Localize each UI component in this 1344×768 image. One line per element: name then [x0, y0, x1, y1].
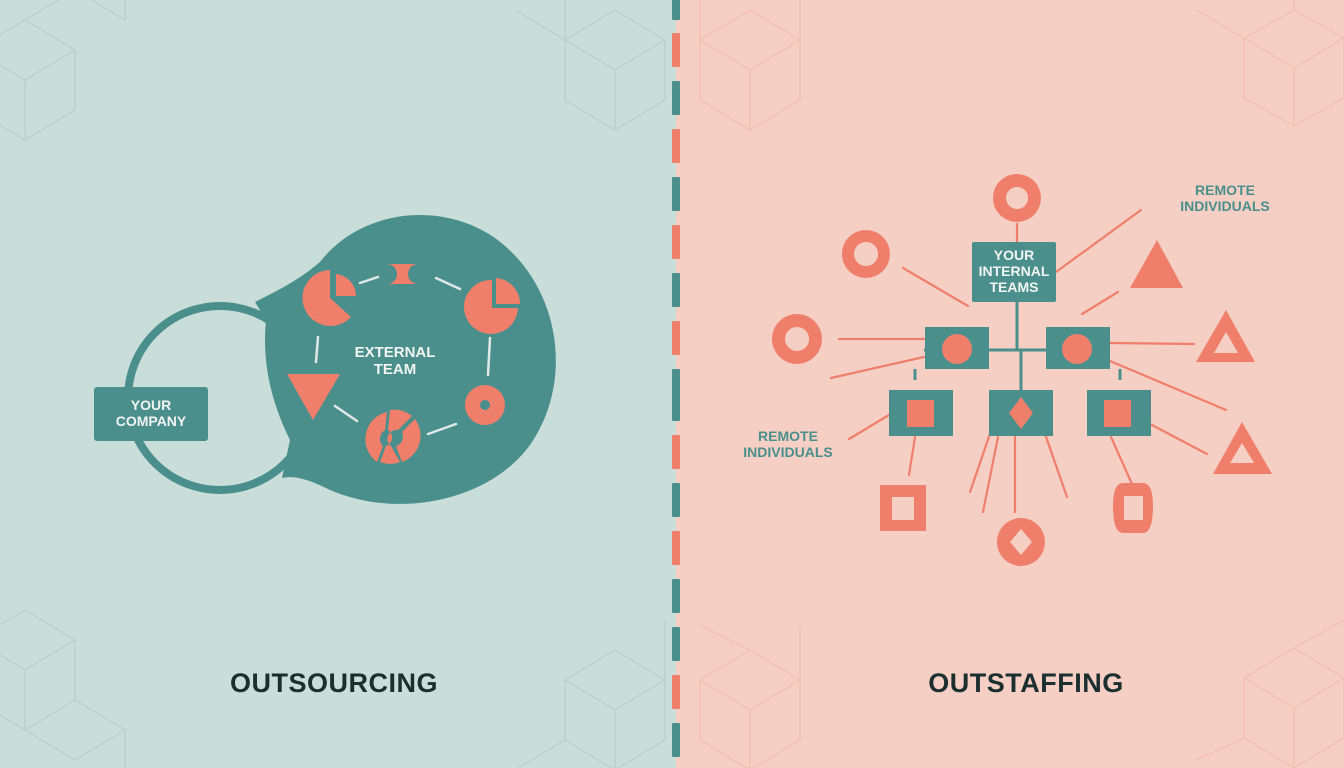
remote-individuals-label-left: REMOTE INDIVIDUALS	[743, 428, 833, 461]
diamond-icon	[1009, 397, 1033, 429]
outsourcing-panel: YOUR COMPANY EXTERNAL TEAM OUTSOURCING	[0, 0, 666, 768]
divider-dash	[672, 129, 680, 163]
divider-dash	[672, 273, 680, 307]
triangle-outline-icon	[1196, 310, 1255, 362]
triangle-down-icon	[287, 374, 340, 420]
outsourcing-diagram	[124, 215, 556, 504]
divider-dash	[672, 177, 680, 211]
square-icon	[1104, 400, 1131, 427]
ring-icon	[841, 230, 890, 278]
triangle-icon	[1130, 240, 1183, 288]
dashed-divider	[672, 0, 681, 768]
external-team-label: EXTERNAL TEAM	[354, 344, 436, 378]
square-icon	[907, 400, 934, 427]
ring-icon	[464, 385, 505, 425]
internal-teams-label: YOUR INTERNAL TEAMS	[978, 247, 1050, 295]
hex-background-pattern	[0, 0, 666, 768]
triangle-outline-icon	[1213, 422, 1272, 474]
internal-teams-box	[972, 242, 1056, 302]
outstaffing-panel: YOUR INTERNAL TEAMS REMOTE INDIVIDUALS R…	[676, 0, 1344, 768]
outstaffing-heading: OUTSTAFFING	[928, 668, 1124, 698]
remote-connection-lines	[829, 208, 1228, 514]
dashed-ring	[314, 275, 492, 436]
divider-dash	[672, 483, 680, 517]
rounded-square-outline-icon	[1113, 483, 1153, 533]
level1-node	[1046, 327, 1110, 369]
pie-chart-icon	[302, 270, 357, 326]
divider-dash	[672, 33, 680, 67]
level1-node	[925, 327, 989, 369]
bowtie-icon	[387, 264, 418, 284]
circle-icon	[942, 334, 972, 364]
outstaffing-orgchart	[771, 174, 1272, 566]
ring-icon	[771, 314, 822, 364]
divider-dash	[672, 0, 680, 20]
outsourcing-heading: OUTSOURCING	[230, 668, 438, 698]
square-outline-icon	[880, 485, 926, 531]
your-company-box: YOUR COMPANY	[94, 387, 208, 441]
hex-background-pattern	[699, 0, 1344, 768]
keyhole-icon	[380, 409, 412, 464]
divider-dash	[672, 81, 680, 115]
pie-chart-icon	[464, 278, 521, 334]
divider-dash	[672, 435, 680, 469]
level2-node	[989, 390, 1053, 436]
divider-dash	[672, 675, 680, 709]
divider-dash	[672, 531, 680, 565]
divider-dash	[672, 321, 680, 355]
circle-icon	[1062, 334, 1092, 364]
remote-individuals-label-top: REMOTE INDIVIDUALS	[1180, 182, 1270, 215]
level2-node	[1087, 390, 1151, 436]
divider-dash	[672, 627, 680, 661]
level2-node	[889, 390, 953, 436]
divider-dash	[672, 369, 680, 421]
your-company-label: YOUR COMPANY	[115, 397, 187, 429]
ring-icon	[992, 174, 1041, 222]
divider-dash	[672, 579, 680, 613]
divider-dash	[672, 723, 680, 757]
circle-diamond-icon	[996, 518, 1045, 566]
divider-dash	[672, 225, 680, 259]
